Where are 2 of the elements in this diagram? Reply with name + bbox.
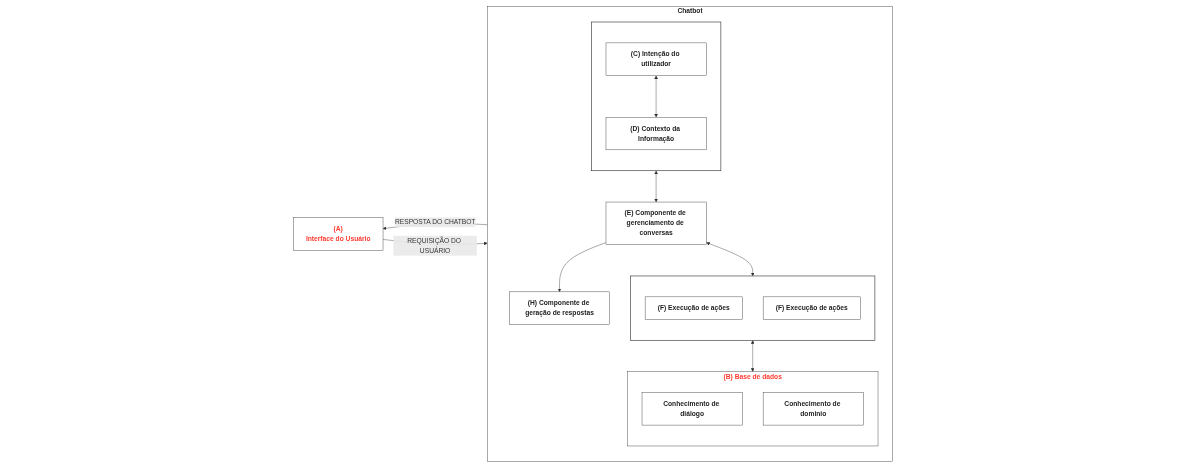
cluster xyxy=(629,275,875,341)
cluster xyxy=(590,21,721,171)
